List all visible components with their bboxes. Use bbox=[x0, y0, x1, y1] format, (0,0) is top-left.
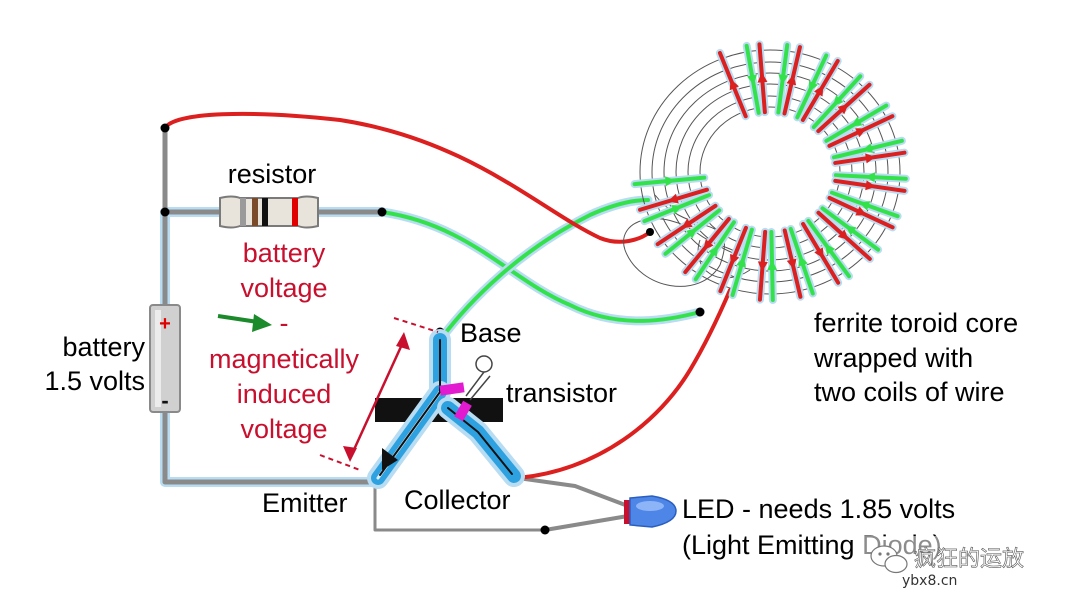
annotation-minus: - bbox=[280, 308, 289, 338]
winding-arrow bbox=[665, 176, 676, 187]
winding-arrow bbox=[814, 247, 824, 259]
winding-arrow bbox=[859, 201, 871, 211]
annotation-induced: induced bbox=[237, 379, 332, 409]
battery-label-line2: 1.5 volts bbox=[44, 366, 145, 396]
winding-arrow bbox=[855, 128, 867, 138]
winding-arrow bbox=[786, 74, 797, 86]
led bbox=[624, 495, 677, 528]
winding-arrow bbox=[686, 228, 697, 239]
winding-arrow bbox=[864, 172, 876, 183]
collector-label: Collector bbox=[404, 485, 511, 515]
annotation-battery: battery bbox=[243, 238, 326, 268]
winding-arrow bbox=[757, 261, 768, 272]
transistor-symbol bbox=[367, 329, 525, 489]
battery: + - bbox=[149, 304, 181, 413]
winding-arrow bbox=[671, 204, 683, 215]
winding-arrow bbox=[851, 116, 863, 127]
winding-arrow bbox=[813, 85, 824, 97]
winding-arrow bbox=[736, 256, 746, 268]
winding-arrow bbox=[865, 180, 876, 191]
resistor bbox=[219, 195, 319, 229]
winding-arrow bbox=[730, 253, 740, 266]
labels: resistor battery 1.5 volts battery volta… bbox=[44, 159, 1018, 560]
winding-arrow bbox=[862, 143, 874, 153]
winding-arrow bbox=[757, 72, 768, 83]
winding-arrow bbox=[667, 193, 679, 204]
annotation-voltage-2: voltage bbox=[240, 414, 327, 444]
annotation-magnetically: magnetically bbox=[209, 344, 360, 374]
watermark: 疯狂的运放 ybx8.cn bbox=[862, 536, 1052, 589]
winding-arrow bbox=[808, 80, 819, 92]
winding-arrow bbox=[832, 95, 844, 107]
base-label: Base bbox=[460, 318, 522, 348]
winding-arrow bbox=[837, 229, 849, 240]
battery-label-line1: battery bbox=[62, 332, 145, 362]
battery-plus-sign: + bbox=[159, 313, 171, 335]
resistor-label: resistor bbox=[228, 159, 317, 189]
winding-arrow bbox=[708, 245, 719, 257]
winding-arrow bbox=[855, 206, 867, 216]
winding-arrow bbox=[729, 79, 739, 91]
winding-arrow bbox=[778, 74, 789, 85]
red-wires bbox=[163, 111, 732, 480]
toroid-core bbox=[623, 40, 910, 304]
wechat-icon bbox=[870, 545, 908, 574]
winding-arrow bbox=[825, 243, 836, 255]
emitter-label: Emitter bbox=[262, 488, 348, 518]
winding-arrow bbox=[865, 153, 876, 164]
winding-arrow bbox=[798, 255, 808, 267]
winding-arrow bbox=[703, 239, 714, 251]
voltage-annotation bbox=[217, 314, 439, 471]
toroid-label-line1: ferrite toroid core bbox=[814, 308, 1018, 338]
green-wires bbox=[377, 195, 705, 345]
winding-arrow bbox=[767, 259, 778, 271]
toroid-windings bbox=[630, 40, 910, 304]
watermark-chinese: 疯狂的运放 bbox=[914, 547, 1024, 572]
annotation-voltage-1: voltage bbox=[240, 273, 327, 303]
winding-arrow bbox=[845, 225, 857, 236]
led-label-line1: LED - needs 1.85 volts bbox=[682, 494, 955, 524]
transistor-label: transistor bbox=[506, 378, 617, 408]
toroid-label-line3: two coils of wire bbox=[814, 377, 1005, 407]
toroid-label-line2: wrapped with bbox=[813, 343, 973, 373]
winding-arrow bbox=[786, 258, 797, 270]
battery-minus-sign: - bbox=[161, 388, 168, 413]
winding-arrow bbox=[747, 74, 757, 86]
winding-arrow bbox=[681, 218, 693, 229]
winding-arrow bbox=[837, 103, 849, 115]
watermark-url: ybx8.cn bbox=[902, 573, 957, 589]
